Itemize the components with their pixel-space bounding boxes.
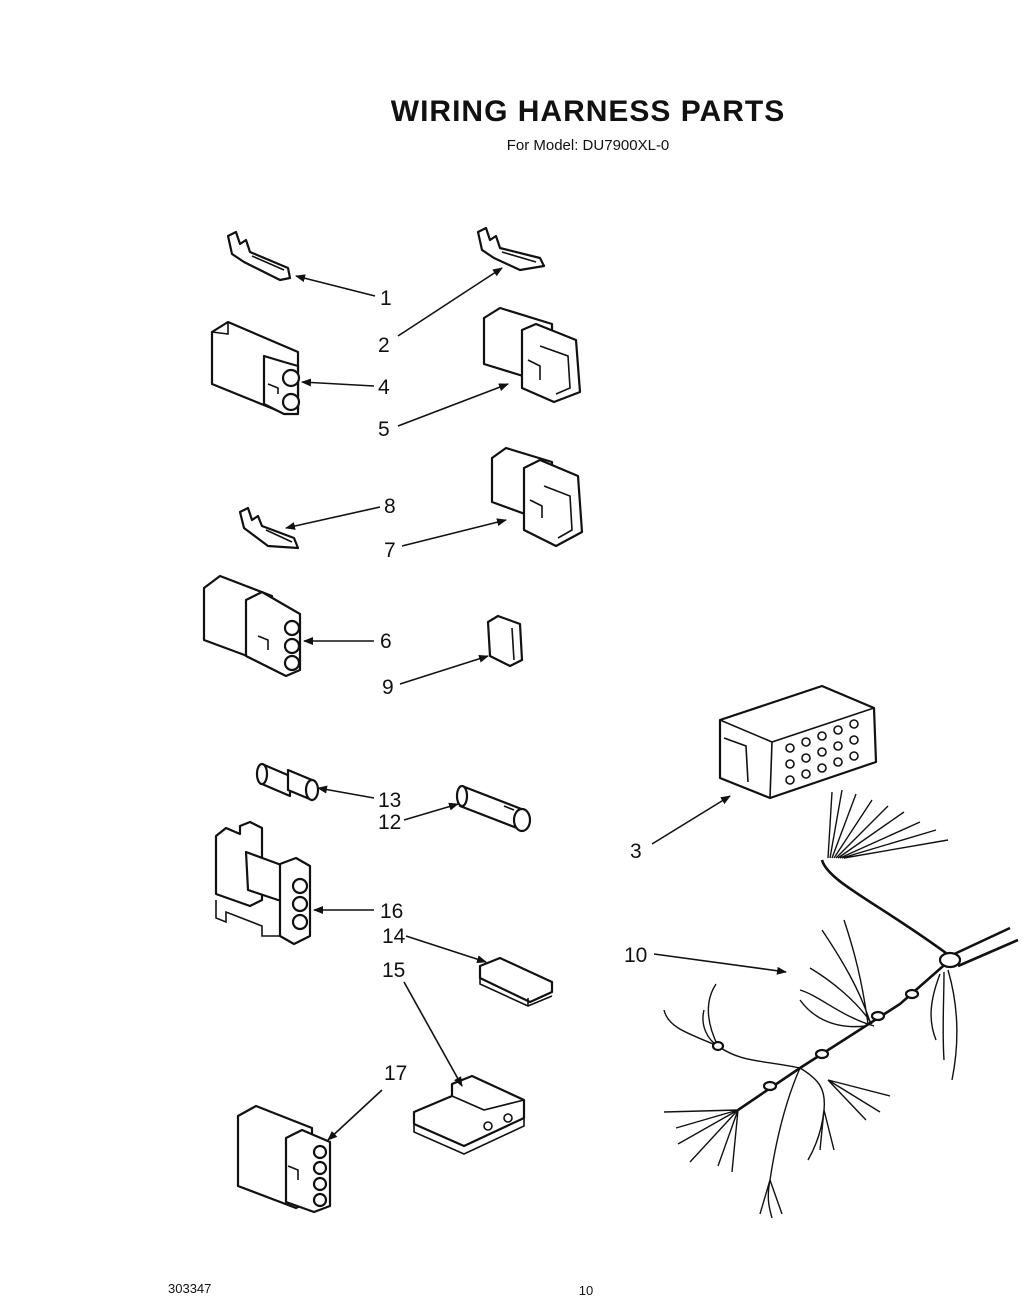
callout-15: 15 xyxy=(382,959,405,982)
callout-4: 4 xyxy=(378,376,390,399)
leader-14 xyxy=(405,935,487,964)
document-number: 303347 xyxy=(168,1281,211,1296)
part-7-plug xyxy=(490,446,584,548)
part-12-splice xyxy=(455,784,532,833)
part-1-terminal xyxy=(226,230,292,282)
leader-3 xyxy=(651,795,731,845)
leader-9 xyxy=(399,654,489,685)
leader-4 xyxy=(301,378,375,387)
leader-8 xyxy=(285,506,381,530)
part-17-four-pin-housing xyxy=(236,1104,332,1214)
part-9-clip xyxy=(486,614,524,668)
leader-7 xyxy=(401,518,507,547)
leader-2 xyxy=(397,267,503,337)
page-number: 10 xyxy=(579,1283,593,1298)
part-14-flat-clip xyxy=(478,956,554,1007)
part-16-latch-housing xyxy=(214,820,312,946)
callout-13: 13 xyxy=(378,789,401,812)
callout-17: 17 xyxy=(384,1062,407,1085)
callout-8: 8 xyxy=(384,495,396,518)
callout-12: 12 xyxy=(378,811,401,834)
page-title: WIRING HARNESS PARTS xyxy=(391,95,785,128)
part-8-terminal xyxy=(238,506,300,550)
part-5-plug xyxy=(482,306,582,404)
part-13-sleeve xyxy=(255,762,320,802)
callout-7: 7 xyxy=(384,539,396,562)
callout-1: 1 xyxy=(380,287,392,310)
part-4-two-pin-housing xyxy=(210,320,301,416)
part-6-three-pin-housing xyxy=(202,574,302,678)
leader-15 xyxy=(403,981,463,1087)
leader-12 xyxy=(403,802,459,821)
part-15-bracket xyxy=(412,1074,526,1155)
callout-16: 16 xyxy=(380,900,403,923)
callout-2: 2 xyxy=(378,334,390,357)
callout-3: 3 xyxy=(630,840,642,863)
leader-5 xyxy=(397,383,509,427)
callout-10: 10 xyxy=(624,944,647,967)
leader-10 xyxy=(653,953,787,975)
model-subtitle: For Model: DU7900XL-0 xyxy=(507,137,670,154)
part-2-terminal xyxy=(476,226,546,272)
part-3-connector-block xyxy=(718,684,878,800)
leader-13 xyxy=(317,785,375,799)
callout-9: 9 xyxy=(382,676,394,699)
leader-1 xyxy=(295,274,376,297)
callout-5: 5 xyxy=(378,418,390,441)
part-10-wiring-harness xyxy=(663,789,1019,1219)
leader-17 xyxy=(327,1089,383,1141)
callout-6: 6 xyxy=(380,630,392,653)
callout-14: 14 xyxy=(382,925,406,948)
